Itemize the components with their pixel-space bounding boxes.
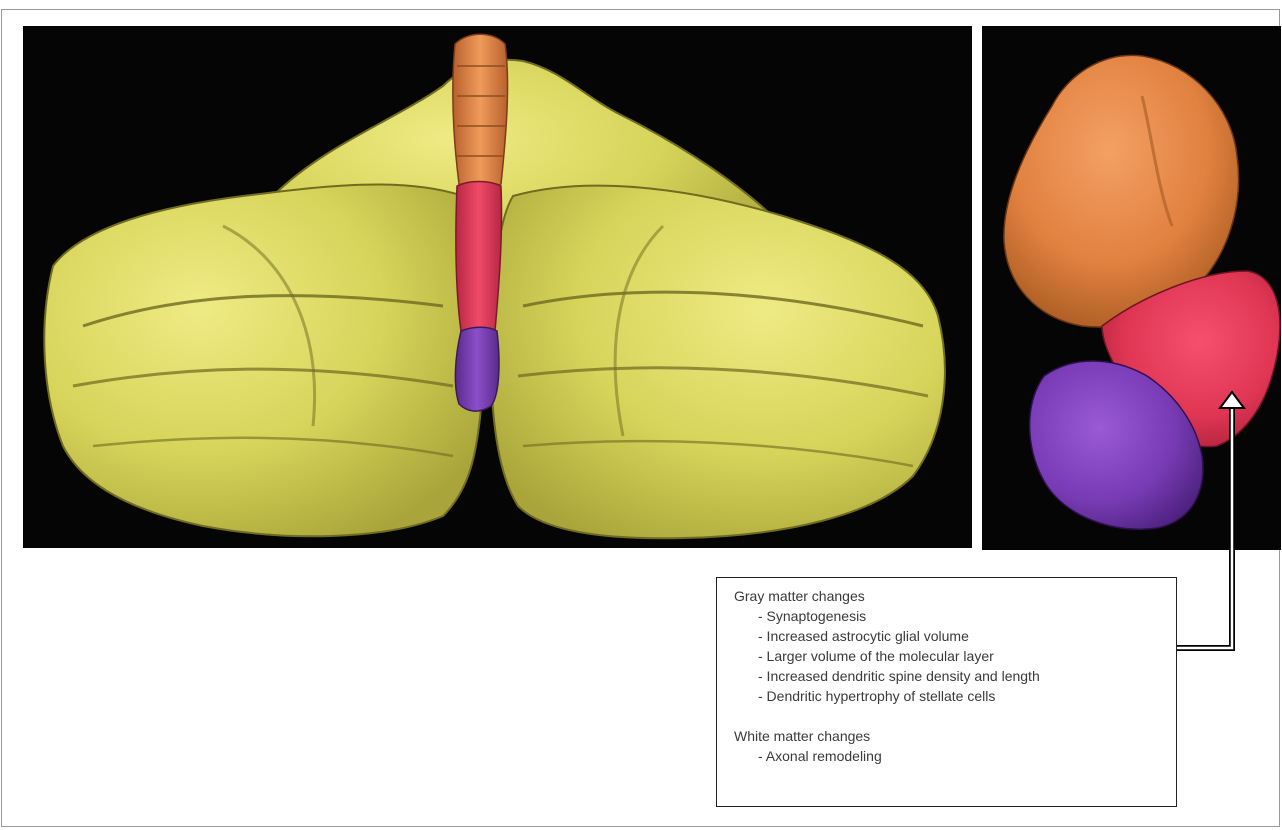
cerebellum-3d-render-icon bbox=[23, 26, 972, 548]
vermis-segments-3d-render-icon bbox=[982, 26, 1281, 550]
spacer bbox=[734, 706, 1176, 726]
gray-matter-list: - Synaptogenesis - Increased astrocytic … bbox=[734, 606, 1176, 706]
list-item: - Dendritic hypertrophy of stellate cell… bbox=[758, 686, 1176, 706]
list-item: - Larger volume of the molecular layer bbox=[758, 646, 1176, 666]
white-matter-heading: White matter changes bbox=[734, 726, 1176, 746]
gray-matter-heading: Gray matter changes bbox=[734, 586, 1176, 606]
list-item: - Increased astrocytic glial volume bbox=[758, 626, 1176, 646]
list-item: - Axonal remodeling bbox=[758, 746, 1176, 766]
list-item: - Synaptogenesis bbox=[758, 606, 1176, 626]
list-item: - Increased dendritic spine density and … bbox=[758, 666, 1176, 686]
vermis-segments-panel bbox=[982, 26, 1281, 550]
cerebellum-render-panel bbox=[23, 26, 972, 548]
annotation-box: Gray matter changes - Synaptogenesis - I… bbox=[716, 577, 1177, 807]
white-matter-list: - Axonal remodeling bbox=[734, 746, 1176, 766]
